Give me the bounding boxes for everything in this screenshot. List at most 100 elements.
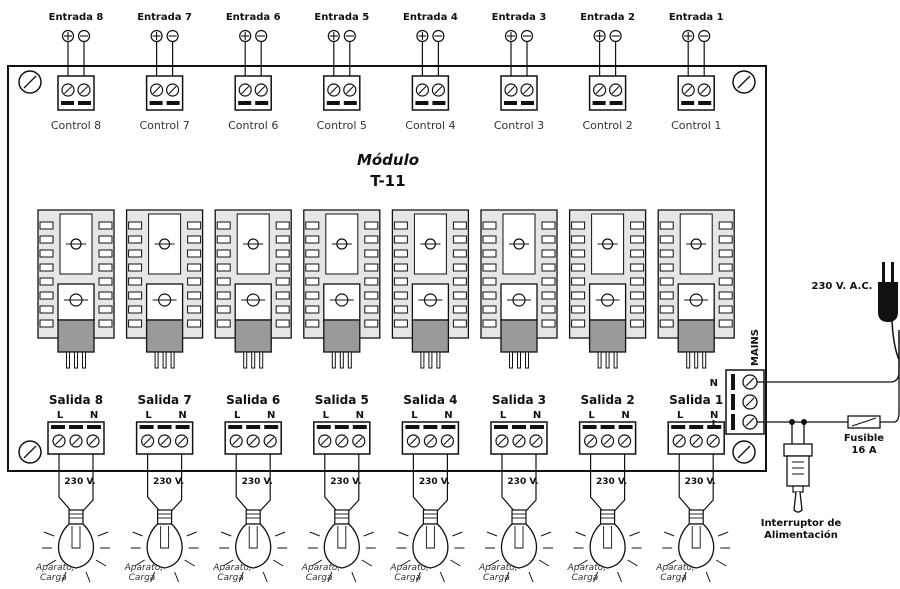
output-l-label: L: [234, 410, 241, 421]
load-wire-live: [58, 454, 73, 513]
heatsink: [657, 209, 735, 339]
load-label-2: Carga: [217, 573, 244, 583]
power-plug-icon: [878, 262, 898, 322]
control-screw: [697, 83, 711, 97]
output-screw: [141, 434, 155, 448]
output-label: Salida 4: [403, 393, 457, 407]
load-label: Aparato,: [389, 563, 429, 573]
output-n-label: N: [356, 410, 364, 421]
module-model: T-11: [370, 172, 405, 190]
control-terminal-block: [323, 75, 361, 111]
input-label: Entrada 3: [492, 12, 547, 23]
control-screw: [254, 83, 268, 97]
output-label: Salida 2: [581, 393, 635, 407]
input-polarity-icon: [682, 29, 711, 43]
power-cable: [891, 319, 900, 361]
heatsink: [125, 209, 204, 339]
control-terminal-block: [411, 75, 450, 111]
heatsink: [214, 209, 292, 339]
mounting-hole-top-left: [18, 70, 42, 94]
light-bulb-icon: [589, 509, 626, 569]
output-terminal-block: [135, 421, 194, 455]
light-rays-icon: [396, 531, 465, 583]
mains-n-label: N: [710, 378, 718, 389]
load-wire-neutral: [524, 454, 537, 513]
light-bulb-icon: [235, 509, 272, 569]
load-voltage-label: 230 V.: [64, 477, 95, 487]
light-rays-icon: [485, 531, 553, 583]
heatsink: [480, 209, 558, 339]
transistor-icon: [500, 283, 538, 369]
input-label: Entrada 7: [137, 12, 192, 23]
output-n-label: N: [710, 410, 718, 421]
load-voltage-label: 230 V.: [685, 477, 716, 487]
load-label: Aparato,: [212, 563, 252, 573]
load-label-2: Carga: [572, 573, 599, 583]
output-screw: [318, 434, 332, 448]
light-bulb-icon: [323, 509, 360, 569]
control-screw: [150, 83, 164, 97]
load-wire-live: [501, 454, 516, 513]
control-screw: [415, 83, 429, 97]
load-wire-neutral: [258, 454, 271, 513]
module-board: [7, 65, 767, 472]
input-polarity-icon: [327, 29, 356, 43]
control-label: Control 8: [51, 119, 101, 132]
light-rays-icon: [573, 531, 642, 583]
output-screw: [440, 434, 454, 448]
output-screw: [495, 434, 509, 448]
control-terminal-block: [57, 75, 95, 111]
control-screw: [681, 83, 695, 97]
output-terminal-block: [224, 421, 282, 455]
fuse-icon: [847, 415, 881, 429]
control-screw: [431, 83, 445, 97]
output-n-label: N: [267, 410, 275, 421]
transistor-icon: [411, 283, 450, 369]
output-screw: [600, 434, 615, 448]
control-screw: [592, 83, 607, 97]
control-screw: [61, 83, 75, 97]
output-terminal-block: [578, 421, 637, 455]
load-voltage-label: 230 V.: [330, 477, 361, 487]
output-n-label: N: [444, 410, 452, 421]
load-wire-live: [147, 454, 162, 513]
output-label: Salida 6: [226, 393, 280, 407]
control-terminal-block: [145, 75, 184, 111]
heatsink: [391, 209, 470, 339]
output-screw: [529, 434, 543, 448]
input-polarity-icon: [504, 29, 534, 43]
output-screw: [583, 434, 598, 448]
load-voltage-label: 230 V.: [153, 477, 184, 487]
load-voltage-label: 230 V.: [507, 477, 538, 487]
light-rays-icon: [130, 531, 199, 583]
output-screw: [672, 434, 686, 448]
mains-label: MAINS: [750, 329, 761, 366]
light-rays-icon: [307, 531, 376, 583]
load-voltage-label: 230 V.: [596, 477, 627, 487]
load-wire-neutral: [701, 454, 714, 513]
output-screw: [617, 434, 632, 448]
transistor-icon: [145, 283, 184, 369]
output-screw: [86, 434, 100, 448]
mains-supply-label: 230 V. A.C.: [812, 281, 873, 292]
light-rays-icon: [42, 531, 110, 583]
input-polarity-icon: [239, 29, 268, 43]
load-wire-neutral: [170, 454, 183, 513]
input-label: Entrada 2: [580, 12, 635, 23]
load-label-2: Carga: [129, 573, 156, 583]
output-n-label: N: [621, 410, 629, 421]
output-l-label: L: [323, 410, 330, 421]
control-label: Control 6: [228, 119, 278, 132]
power-switch-icon: [783, 419, 813, 513]
output-label: Salida 1: [669, 393, 723, 407]
light-rays-icon: [662, 531, 731, 583]
output-label: Salida 7: [138, 393, 192, 407]
load-voltage-label: 230 V.: [419, 477, 450, 487]
control-screw: [166, 83, 180, 97]
control-label: Control 4: [405, 119, 455, 132]
load-wire-live: [590, 454, 605, 513]
